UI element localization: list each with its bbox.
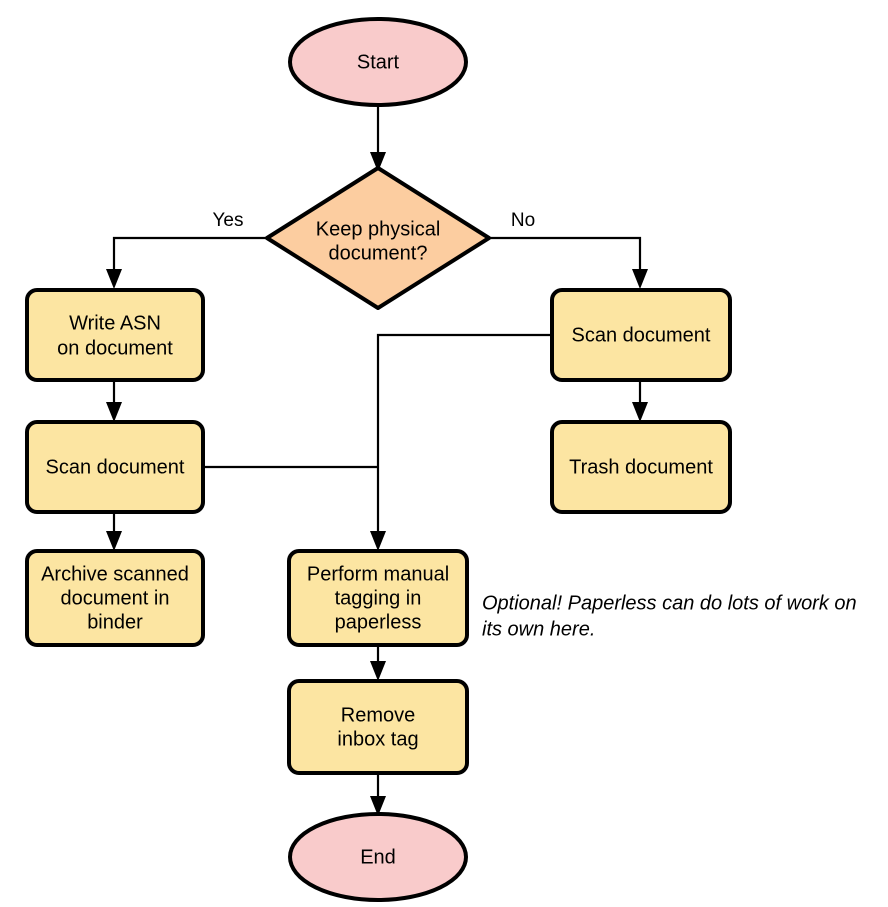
- scan-document-right-label: Scan document: [572, 324, 711, 346]
- decision-label-line1: Keep physical: [316, 218, 441, 240]
- arrow-head-icon: [370, 531, 386, 551]
- edge-label-yes: Yes: [213, 210, 244, 231]
- scan-document-left-box-shape[interactable]: [25, 420, 205, 514]
- node-end[interactable]: End: [288, 812, 468, 902]
- annotation-note: Optional! Paperless can do lots of work …: [482, 592, 857, 640]
- node-remove-inbox-tag[interactable]: Remove inbox tag: [287, 679, 469, 775]
- edge-start-to-decision: [370, 104, 386, 172]
- arrow-head-icon: [370, 796, 386, 816]
- write-asn-label-line2: on document: [57, 337, 173, 359]
- edge-scan-right-to-tagging: [370, 333, 552, 551]
- arrow-head-icon: [106, 402, 122, 422]
- node-scan-document-left[interactable]: Scan document: [25, 420, 205, 514]
- node-write-asn-on-document[interactable]: Write ASN on document: [25, 288, 205, 382]
- node-scan-document-right[interactable]: Scan document: [550, 288, 732, 382]
- edge-line: [489, 236, 642, 279]
- start-label: Start: [357, 51, 400, 73]
- decision-label-line2: document?: [329, 242, 428, 264]
- tagging-label-line3: paperless: [335, 611, 422, 633]
- arrow-head-icon: [106, 269, 122, 289]
- annotation-line2: its own here.: [482, 618, 595, 640]
- tagging-label-line1: Perform manual: [307, 563, 449, 585]
- edge-scan-right-to-trash: [632, 380, 648, 422]
- trash-document-label: Trash document: [569, 456, 713, 478]
- write-asn-label-line1: Write ASN: [69, 312, 161, 334]
- arrow-head-icon: [370, 152, 386, 172]
- end-label: End: [360, 846, 396, 868]
- decision-diamond-shape[interactable]: [265, 166, 491, 310]
- node-decision-keep-physical-document[interactable]: Keep physical document?: [265, 166, 491, 310]
- archive-box-shape[interactable]: [25, 549, 205, 647]
- edge-decision-no-to-scan-right: [489, 236, 648, 289]
- edge-decision-yes-to-write-asn: [106, 236, 267, 289]
- tagging-label-line2: tagging in: [335, 587, 422, 609]
- edge-line: [376, 333, 552, 541]
- node-perform-manual-tagging[interactable]: Perform manual tagging in paperless: [287, 549, 469, 647]
- scan-document-right-box-shape[interactable]: [550, 288, 732, 382]
- edge-tagging-to-remove-inbox: [370, 645, 386, 681]
- start-ellipse-shape[interactable]: [288, 17, 468, 107]
- node-start[interactable]: Start: [288, 17, 468, 107]
- remove-inbox-label-line2: inbox tag: [337, 728, 418, 750]
- scan-document-left-label: Scan document: [46, 456, 185, 478]
- node-trash-document[interactable]: Trash document: [550, 420, 732, 514]
- arrow-head-icon: [370, 661, 386, 681]
- arrow-head-icon: [632, 269, 648, 289]
- annotation-line1: Optional! Paperless can do lots of work …: [482, 592, 857, 614]
- trash-document-box-shape[interactable]: [550, 420, 732, 514]
- end-ellipse-shape[interactable]: [288, 812, 468, 902]
- arrow-head-icon: [106, 531, 122, 551]
- archive-label-line2: document in: [61, 587, 170, 609]
- tagging-box-shape[interactable]: [287, 549, 469, 647]
- arrow-head-icon: [632, 402, 648, 422]
- remove-inbox-label-line1: Remove: [341, 704, 415, 726]
- archive-label-line1: Archive scanned: [41, 563, 189, 585]
- edge-write-asn-to-scan-left: [106, 380, 122, 422]
- archive-label-line3: binder: [87, 611, 143, 633]
- remove-inbox-box-shape[interactable]: [287, 679, 469, 775]
- edge-line: [112, 236, 267, 279]
- edge-label-no: No: [511, 210, 535, 231]
- edge-scan-left-to-archive: [106, 512, 122, 551]
- node-archive-scanned-document[interactable]: Archive scanned document in binder: [25, 549, 205, 647]
- edge-remove-inbox-to-end: [370, 773, 386, 816]
- write-asn-box-shape[interactable]: [25, 288, 205, 382]
